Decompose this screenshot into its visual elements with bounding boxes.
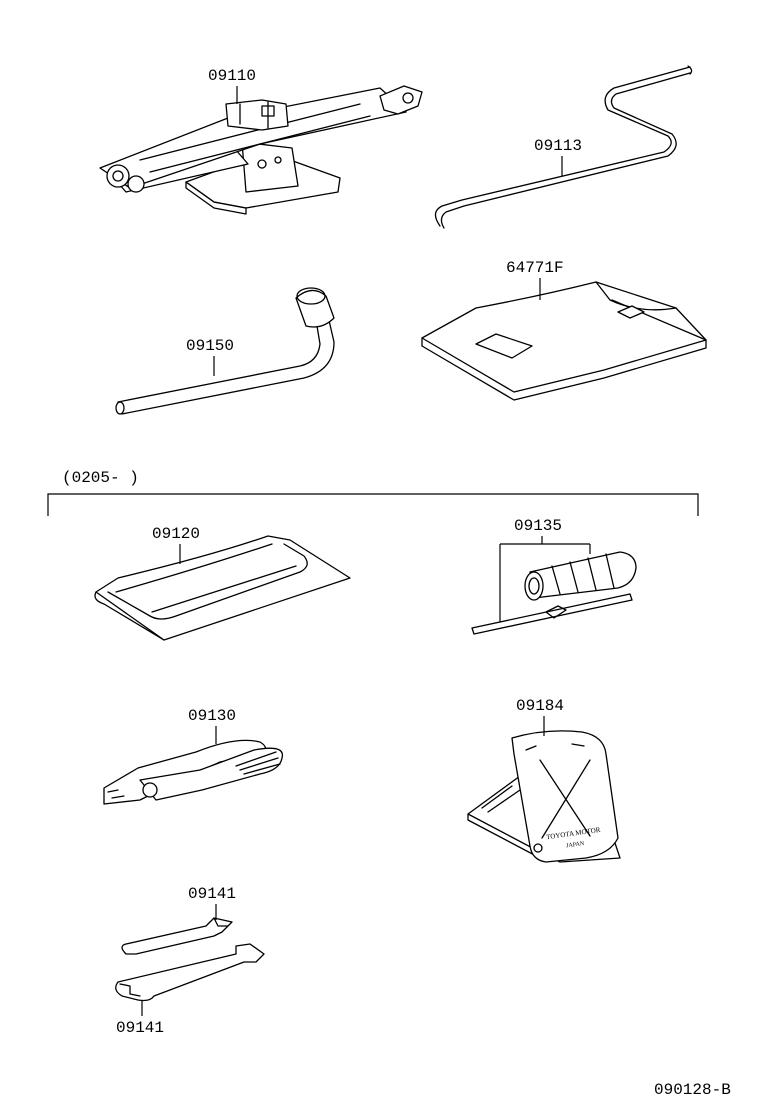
group-bracket: [47, 493, 699, 516]
group-range-label: (0205- ): [62, 469, 139, 487]
part-number-09130: 09130: [188, 707, 236, 725]
part-number-09113: 09113: [534, 137, 582, 155]
part-number-09135: 09135: [514, 517, 562, 535]
leader-bracket-09135: [499, 536, 591, 622]
part-number-09184: 09184: [516, 697, 564, 715]
tool-bag[interactable]: [94, 535, 351, 641]
part-number-09120: 09120: [152, 525, 200, 543]
scissor-jack[interactable]: [99, 85, 423, 215]
triangle-plate-line2: JAPAN: [566, 841, 585, 850]
jack-handle[interactable]: [434, 65, 693, 229]
warning-triangle[interactable]: [467, 730, 621, 863]
wheel-nut-wrench[interactable]: [115, 287, 335, 415]
part-number-64771F: 64771F: [506, 259, 564, 277]
wrench-lower[interactable]: [115, 943, 265, 1002]
part-number-09150: 09150: [186, 337, 234, 355]
part-number-09110: 09110: [208, 67, 256, 85]
tool-box-cover[interactable]: [421, 281, 707, 401]
part-number-09141-lower: 09141: [116, 1019, 164, 1037]
screwdriver[interactable]: [471, 551, 637, 635]
wrench-upper[interactable]: [121, 917, 233, 955]
part-number-09141-upper: 09141: [188, 885, 236, 903]
pliers[interactable]: [103, 739, 284, 805]
drawing-code: 090128-B: [654, 1081, 731, 1099]
